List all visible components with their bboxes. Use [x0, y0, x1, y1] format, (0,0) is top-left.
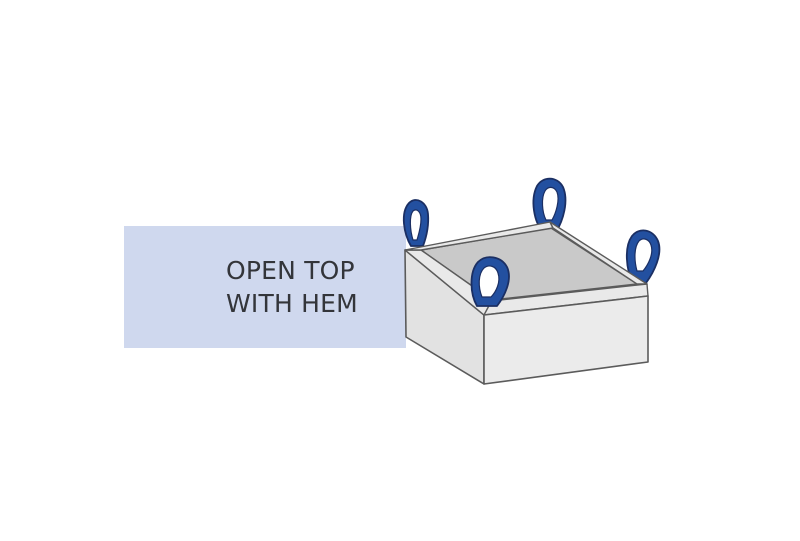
hem-band [549, 221, 648, 285]
label-line-2: WITH HEM [226, 289, 358, 318]
lifting-loop-icon [532, 177, 567, 233]
lifting-loop-icon [402, 199, 430, 247]
label-line-1: OPEN TOP [226, 256, 355, 285]
label-panel: OPEN TOP WITH HEM [124, 226, 406, 348]
lifting-loop-icon [625, 229, 661, 284]
lifting-loop-icon [470, 256, 510, 307]
bag-front-panel [483, 295, 649, 385]
label-background [124, 226, 406, 348]
